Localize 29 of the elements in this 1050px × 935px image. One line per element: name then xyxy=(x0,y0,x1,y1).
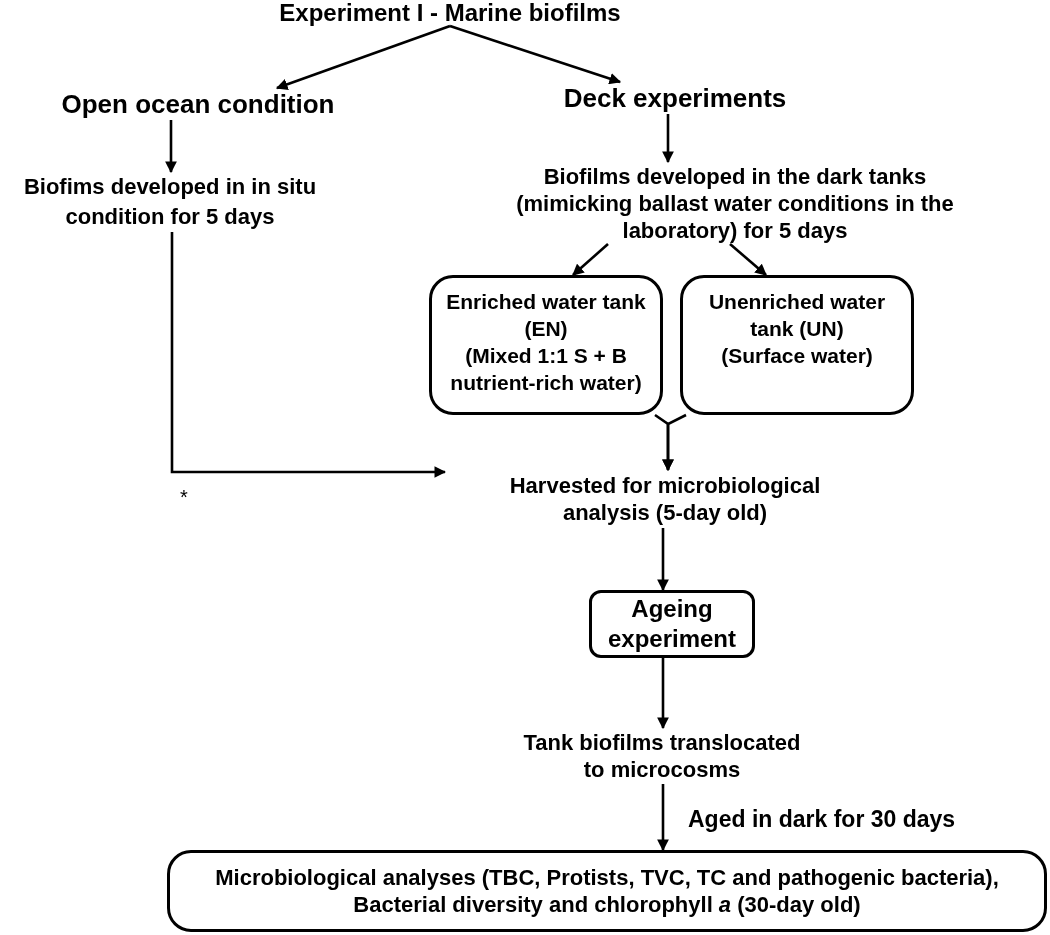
arrow xyxy=(657,528,669,592)
arrow xyxy=(449,24,622,85)
box-note: (Surface water) xyxy=(721,343,873,369)
step-text: Biofims developed in in situ condition for 5 days xyxy=(22,173,318,231)
arrow xyxy=(170,232,447,478)
box-heading: Unenriched water tank (UN) xyxy=(707,289,887,342)
arrow xyxy=(657,784,669,852)
arrow xyxy=(275,24,451,90)
process-box xyxy=(589,590,755,658)
arrow xyxy=(729,243,767,276)
box-note: (Mixed 1:1 S + B nutrient-rich water) xyxy=(449,343,643,396)
step-text: Tank biofilms translocated to microcosms xyxy=(522,729,802,783)
arrow xyxy=(165,120,177,174)
box-heading: Ageing experiment xyxy=(606,594,738,654)
footnote-mark: * xyxy=(180,485,188,510)
tank-box xyxy=(429,275,663,415)
branch-heading: Open ocean condition xyxy=(61,89,335,119)
arrow xyxy=(572,243,609,276)
tank-box xyxy=(680,275,914,415)
arrow xyxy=(657,658,669,730)
box-heading: Microbiological analyses (TBC, Protists, TVC, TC and pathogenic bacteria), Bacterial diversity and chlorophyll a (30-day old) xyxy=(214,864,1000,918)
branch-heading: Deck experiments xyxy=(563,83,787,113)
result-box xyxy=(167,850,1047,932)
step-text: Harvested for microbiological analysis (5-day old) xyxy=(508,472,822,526)
arrow xyxy=(662,413,687,472)
box-heading: Enriched water tank (EN) xyxy=(445,289,647,342)
title-text: Experiment I - Marine biofilms xyxy=(279,0,621,26)
arrow xyxy=(662,114,674,164)
step-text: Biofilms developed in the dark tanks (mimicking ballast water conditions in the laboratory) for 5 days xyxy=(515,162,955,244)
